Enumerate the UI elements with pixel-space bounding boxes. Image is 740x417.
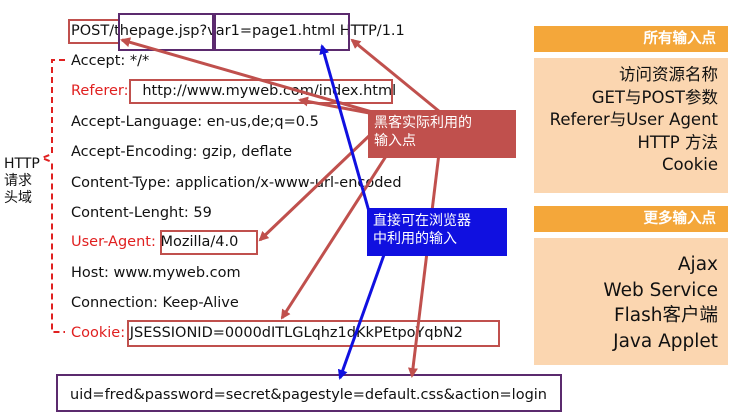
query-highlight-box	[212, 13, 350, 51]
header-content-length: Content-Lenght: 59	[71, 205, 212, 221]
arrow-to-user-agent	[258, 133, 372, 242]
cookie-value: JSESSIONID=0000dITLGLqhz1dKkPEtpoYqbN2	[129, 325, 463, 341]
arrow-blue-to-body	[337, 251, 387, 380]
arrow-to-cookie	[280, 149, 392, 320]
http-header-label: HTTP 请求 头域	[4, 156, 40, 207]
callout-line: 中利用的输入	[373, 231, 457, 247]
user-agent-value: Mozilla/4.0	[160, 234, 239, 250]
more-inputs-item: Ajax	[677, 254, 718, 275]
arrow-blue-to-query	[319, 44, 374, 223]
body-highlight-box	[56, 374, 562, 412]
header-connection: Connection: Keep-Alive	[71, 295, 239, 311]
user-agent-name: User-Agent:	[71, 234, 156, 250]
referer-name: Referer:	[71, 83, 129, 99]
all-inputs-item: Cookie	[661, 155, 718, 174]
header-cookie: Cookie: JSESSIONID=0000dITLGLqhz1dKkPEtp…	[71, 324, 463, 342]
callout-line: 直接可在浏览器	[373, 213, 471, 229]
more-inputs-item: Java Applet	[613, 330, 718, 352]
header-accept: Accept: */*	[71, 53, 150, 69]
cookie-name: Cookie:	[71, 325, 126, 341]
side-label-line: 请求	[4, 173, 32, 189]
user-agent-highlight-box	[160, 230, 258, 255]
query-string: ?var1=page1.html	[199, 23, 336, 39]
callout-line: 黑客实际利用的	[374, 115, 472, 131]
header-accept-language: Accept-Language: en-us,de;q=0.5	[71, 114, 319, 130]
more-inputs-item: Web Service	[603, 279, 718, 301]
arrow-to-body	[407, 144, 442, 378]
header-user-agent: User-Agent: Mozilla/4.0	[71, 233, 238, 251]
header-brace	[40, 59, 65, 333]
header-accept-encoding: Accept-Encoding: gzip, deflate	[71, 144, 292, 160]
http-version: HTTP/1.1	[339, 23, 405, 39]
all-inputs-item: GET与POST参数	[591, 87, 718, 107]
hacker-input-callout: 黑客实际利用的 输入点	[368, 110, 516, 158]
side-label-line: 头域	[4, 190, 32, 206]
header-host: Host: www.myweb.com	[71, 265, 241, 281]
resource-path: /thepage.jsp	[109, 23, 200, 39]
all-inputs-item: HTTP 方法	[637, 132, 718, 152]
more-inputs-panel: Ajax Web Service Flash客户端 Java Applet	[534, 238, 728, 365]
http-method: POST	[71, 23, 110, 39]
more-inputs-header: 更多输入点	[534, 206, 728, 232]
all-inputs-item: 访问资源名称	[619, 65, 718, 84]
all-inputs-item: Referer与User Agent	[549, 110, 718, 129]
header-content-type: Content-Type: application/x-www-url-enco…	[71, 175, 402, 191]
request-line: POST/thepage.jsp?var1=page1.html HTTP/1.…	[71, 22, 405, 40]
callout-line: 输入点	[374, 133, 416, 149]
all-inputs-header: 所有输入点	[534, 26, 728, 52]
cookie-highlight-box	[127, 320, 500, 347]
arrow-to-query	[350, 38, 441, 114]
more-inputs-item: Flash客户端	[614, 305, 718, 326]
request-body: uid=fred&password=secret&pagestyle=defau…	[70, 387, 547, 403]
side-label-line: HTTP	[4, 156, 40, 172]
arrow-to-method	[120, 37, 373, 114]
resource-highlight-box	[118, 13, 216, 51]
all-inputs-panel: 访问资源名称 GET与POST参数 Referer与User Agent HTT…	[534, 58, 728, 193]
browser-input-callout: 直接可在浏览器 中利用的输入	[367, 208, 507, 256]
